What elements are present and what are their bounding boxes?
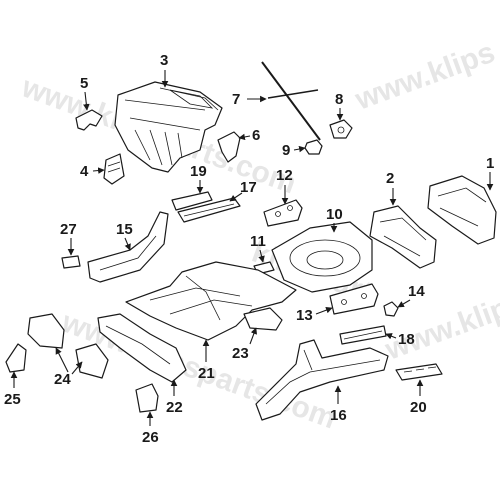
callout-label: 26 <box>142 429 159 446</box>
callout-label: 11 <box>250 233 266 250</box>
callout-label: 16 <box>330 407 347 424</box>
callout-label: 5 <box>80 75 88 92</box>
part-8-bolt[interactable] <box>329 119 353 139</box>
part-16-floor-side-member[interactable] <box>255 339 389 421</box>
callout-label: 4 <box>80 163 89 180</box>
part-17-cross-member[interactable] <box>177 197 241 223</box>
callout-label: 1 <box>486 155 494 172</box>
part-27-pad[interactable] <box>61 255 81 269</box>
callout-4: 4 <box>80 163 105 180</box>
part-4-bracket[interactable] <box>103 153 125 185</box>
part-14-bolt[interactable] <box>383 301 399 317</box>
callout-1: 1 <box>486 155 494 191</box>
callout-label: 14 <box>408 283 425 300</box>
callout-label: 9 <box>282 142 290 159</box>
callout-label: 12 <box>276 167 293 184</box>
callout-7: 7 <box>232 91 267 108</box>
callout-label: 6 <box>252 127 260 144</box>
callout-label: 15 <box>116 221 133 238</box>
callout-5: 5 <box>80 75 90 111</box>
callout-label: 22 <box>166 399 183 416</box>
callout-label: 10 <box>326 206 343 223</box>
part-1-rear-side-member-right[interactable] <box>427 175 497 245</box>
part-7-rod[interactable] <box>261 61 321 141</box>
callout-9: 9 <box>282 142 306 159</box>
callout-6: 6 <box>238 127 260 144</box>
callout-23: 23 <box>232 327 258 362</box>
part-18-reinforcement[interactable] <box>339 325 387 345</box>
callout-label: 13 <box>296 307 313 324</box>
part-25-gusset[interactable] <box>5 343 27 373</box>
callout-13: 13 <box>296 306 333 324</box>
part-9-nut[interactable] <box>304 139 323 155</box>
callout-10: 10 <box>326 206 343 233</box>
callout-label: 18 <box>398 331 415 348</box>
callout-24: 24 <box>54 347 83 388</box>
part-13-bracket[interactable] <box>329 283 379 315</box>
part-2-rear-side-member[interactable] <box>369 205 437 269</box>
callout-22: 22 <box>166 379 183 416</box>
callout-label: 2 <box>386 170 394 187</box>
callout-19: 19 <box>190 163 207 194</box>
part-5-bracket[interactable] <box>75 109 103 131</box>
callout-label: 24 <box>54 371 71 388</box>
part-22-rear-member[interactable] <box>97 313 187 383</box>
callout-label: 17 <box>240 179 257 196</box>
callout-12: 12 <box>276 167 293 205</box>
part-23-panel[interactable] <box>243 307 283 331</box>
callout-25: 25 <box>4 371 21 408</box>
callout-label: 8 <box>335 91 343 108</box>
callout-2: 2 <box>386 170 397 206</box>
callout-label: 19 <box>190 163 207 180</box>
part-21-rear-floor-pan[interactable] <box>125 261 297 341</box>
callout-16: 16 <box>330 385 347 424</box>
callout-label: 20 <box>410 399 427 416</box>
part-10-spare-tire-well[interactable] <box>271 221 373 293</box>
callout-label: 27 <box>60 221 77 238</box>
part-26-bracket[interactable] <box>135 383 159 413</box>
callout-18: 18 <box>385 331 415 348</box>
callout-label: 21 <box>198 365 215 382</box>
callout-20: 20 <box>410 379 427 416</box>
part-24-bracket[interactable] <box>27 313 109 379</box>
callout-label: 7 <box>232 91 240 108</box>
part-12-bracket[interactable] <box>263 199 303 227</box>
callout-8: 8 <box>335 91 343 121</box>
callout-label: 3 <box>160 52 168 69</box>
callout-11: 11 <box>250 233 266 263</box>
callout-27: 27 <box>60 221 77 256</box>
part-20-plate[interactable] <box>395 363 443 381</box>
callout-21: 21 <box>198 339 215 382</box>
watermark-text: www.klips <box>350 36 499 117</box>
callout-15: 15 <box>116 221 133 251</box>
part-19-bracket[interactable] <box>171 191 213 211</box>
callout-3: 3 <box>160 52 168 88</box>
part-15-side-rail[interactable] <box>87 211 169 283</box>
callout-label: 23 <box>232 345 249 362</box>
part-6-bracket[interactable] <box>217 131 241 163</box>
callout-label: 25 <box>4 391 21 408</box>
callout-26: 26 <box>142 411 159 446</box>
callout-17: 17 <box>229 179 257 202</box>
part-3-rear-panel[interactable] <box>114 81 223 173</box>
callout-14: 14 <box>397 283 425 308</box>
watermark-text: www.klips <box>380 286 500 367</box>
